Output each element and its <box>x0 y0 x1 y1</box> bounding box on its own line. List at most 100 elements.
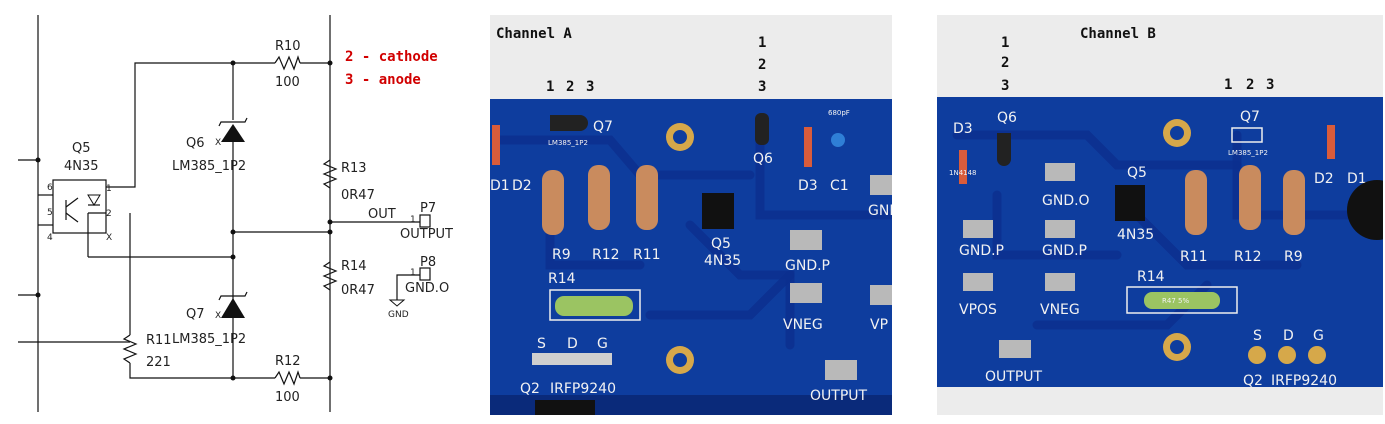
r14-ref: R14 <box>341 259 367 274</box>
cap-value: 680pF <box>828 109 850 117</box>
q2-s-label: S <box>537 336 546 352</box>
p7-ref: P7 <box>420 201 436 216</box>
r12-label: R12 <box>1234 249 1262 265</box>
r14-outline <box>549 289 641 321</box>
q2-part-label: IRFP9240 <box>1271 373 1337 389</box>
r12-value: 100 <box>275 390 300 405</box>
q5-part-label: 4N35 <box>704 253 741 269</box>
pin-3: 3 <box>586 79 594 95</box>
pcb-trace <box>1132 210 1302 270</box>
photo-channel-a: Channel A 1 2 3 1 2 3 Q7 LM385_1P2 Q6 D1… <box>490 15 892 415</box>
r12-part <box>1239 165 1261 230</box>
pcb-trace <box>495 135 755 180</box>
mounting-hole-inner <box>1170 340 1184 354</box>
mounting-hole-inner <box>673 130 687 144</box>
q2-d-label: D <box>1283 328 1294 344</box>
vpos-connector <box>963 273 993 291</box>
q2-label: Q2 <box>1243 373 1263 389</box>
photo-channel-b: Channel B 1 2 3 1 2 3 D3 Q6 1N4148 Q7 LM… <box>937 15 1383 415</box>
pcb-trace <box>645 270 795 320</box>
q5-label: Q5 <box>1127 165 1147 181</box>
r9-label: R9 <box>1284 249 1303 265</box>
gnd-symbol <box>388 299 406 307</box>
p8-label: GND.O <box>405 281 449 296</box>
vneg-label: VNEG <box>1040 302 1080 318</box>
in4148-label: 1N4148 <box>949 169 977 177</box>
q2-pad-s <box>1248 346 1266 364</box>
gnd-p-label: GND.P <box>785 258 830 274</box>
q2-g-label: G <box>1313 328 1324 344</box>
gnd-label: GND <box>868 203 892 219</box>
r14-part <box>1144 292 1220 309</box>
vneg-connector <box>790 283 822 303</box>
vpos-label: VPOS <box>959 302 997 318</box>
vneg-connector <box>1045 273 1075 291</box>
p7-pin: 1 <box>410 215 416 225</box>
d3-label: D3 <box>798 178 818 194</box>
note-anode: 3 - anode <box>345 72 421 88</box>
r10-ref: R10 <box>275 39 301 54</box>
r14-resistor <box>322 261 338 291</box>
gnd-p2-label: GND.P <box>1042 243 1087 259</box>
r12-ref: R12 <box>275 354 301 369</box>
r14-outline <box>1126 286 1238 314</box>
lm385-label: LM385_1P2 <box>548 139 588 147</box>
q7-zener-bar <box>218 291 248 301</box>
q5-transistor-collector <box>65 197 79 208</box>
q6-pin-x: X <box>215 138 221 148</box>
r11-value: 221 <box>146 355 171 370</box>
d3-label: D3 <box>953 121 973 137</box>
pin-2: 2 <box>1001 55 1009 71</box>
vp-connector <box>870 285 892 305</box>
d1-part <box>492 125 500 165</box>
pin-2: 2 <box>566 79 574 95</box>
pcb-trace <box>1232 130 1382 220</box>
r12-resistor <box>274 370 301 386</box>
output-connector <box>999 340 1031 358</box>
pin-3: 3 <box>1001 78 1009 94</box>
q7-value: LM385_1P2 <box>172 332 246 347</box>
r11-part <box>1185 170 1207 235</box>
lm385-label: LM385_1P2 <box>1228 149 1268 157</box>
q5-part-label: 4N35 <box>1117 227 1154 243</box>
d1-label: D1 <box>490 178 510 194</box>
q5-body <box>52 179 107 234</box>
q6-part <box>997 133 1011 166</box>
r9-label: R9 <box>552 247 571 263</box>
junction <box>327 60 333 66</box>
p8-connector <box>419 267 431 281</box>
gnd-connector <box>870 175 892 195</box>
q6-ref: Q6 <box>186 136 205 151</box>
gnd-p2-connector <box>1045 220 1075 238</box>
title-channel-b: Channel B <box>1080 26 1156 42</box>
q6-zener-bar <box>218 117 248 127</box>
r14-label: R14 <box>548 271 576 287</box>
d1-label: D1 <box>1347 171 1367 187</box>
schematic: R10 100 Q6 LM385_1P2 X R13 0R47 OUT 1 P7… <box>18 15 453 412</box>
c1-part <box>831 133 845 147</box>
q2-label: Q2 <box>520 381 540 397</box>
p8-ref: P8 <box>420 255 436 270</box>
wire-gnd <box>396 274 420 300</box>
gnd-o-connector <box>1045 163 1075 181</box>
wire <box>129 363 275 379</box>
q6-label: Q6 <box>997 110 1017 126</box>
out-net-label: OUT <box>368 207 396 222</box>
d2-label: D2 <box>512 178 532 194</box>
q5-pin-4: 4 <box>47 233 53 243</box>
gnd-p-connector <box>963 220 993 238</box>
r11-resistor <box>122 334 138 364</box>
r12-label: R12 <box>592 247 620 263</box>
p7-connector <box>419 214 431 228</box>
pcb-trace <box>952 130 1242 170</box>
q5-led-symbol <box>87 194 101 206</box>
vneg-label: VNEG <box>783 317 823 333</box>
q7-footprint <box>1231 127 1263 143</box>
heatsink <box>535 400 595 415</box>
p8-pin: 1 <box>410 268 416 278</box>
r11-label: R11 <box>633 247 661 263</box>
r9-part <box>542 170 564 235</box>
pin-2: 2 <box>758 57 766 73</box>
pin-1: 1 <box>1001 35 1009 51</box>
